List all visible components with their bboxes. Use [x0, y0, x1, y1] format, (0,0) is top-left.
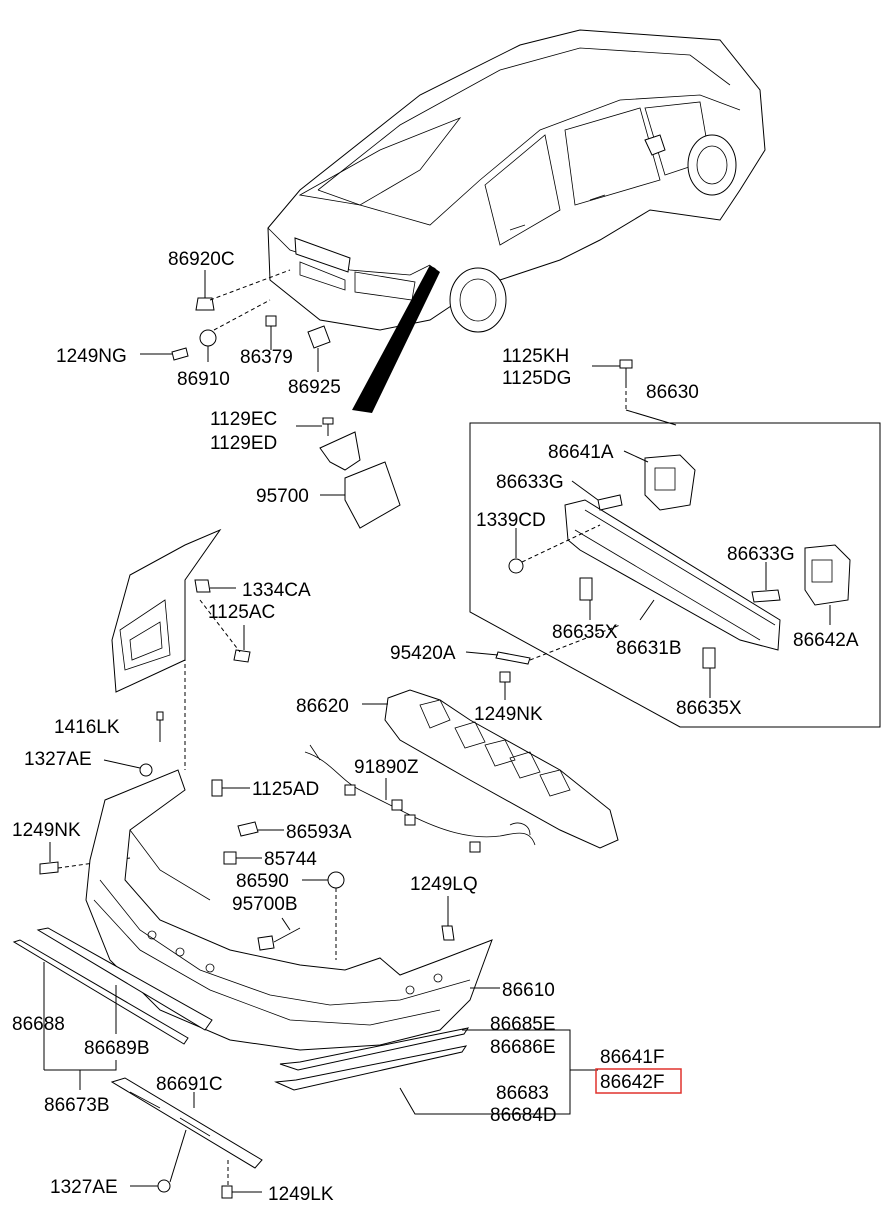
label-86689B: 86689B: [84, 1038, 150, 1059]
label-86633G-a: 86633G: [496, 472, 564, 493]
label-86631B: 86631B: [616, 638, 682, 659]
label-1249NK-b: 1249NK: [12, 820, 81, 841]
label-1125AC: 1125AC: [208, 602, 275, 623]
quarter-panel: [111, 528, 251, 770]
label-1339CD: 1339CD: [476, 510, 546, 531]
label-86641F: 86641F: [600, 1047, 664, 1068]
part-labels: 86920C 1249NG 86910 86379 86925 1129EC 1…: [12, 249, 859, 1205]
label-86683: 86683: [496, 1083, 549, 1104]
label-86610: 86610: [502, 980, 555, 1001]
label-86686E: 86686E: [490, 1037, 556, 1058]
label-86925: 86925: [288, 377, 341, 398]
label-1249NG: 1249NG: [56, 346, 127, 367]
label-86691C: 86691C: [156, 1074, 223, 1095]
label-91890Z: 91890Z: [354, 757, 419, 778]
label-85744: 85744: [264, 849, 317, 870]
vehicle-illustration: [267, 29, 766, 413]
energy-absorber: [362, 689, 619, 849]
label-1327AE-a: 1327AE: [24, 749, 92, 770]
label-86593A: 86593A: [286, 822, 352, 843]
bumper-fasteners: [39, 711, 455, 960]
label-86685E: 86685E: [490, 1014, 556, 1035]
sensor-bracket: [465, 624, 621, 700]
label-1334CA: 1334CA: [242, 580, 311, 601]
bumper-beam-group: [469, 359, 881, 728]
sensor-wiring: [304, 744, 536, 853]
label-86633G-b: 86633G: [727, 544, 795, 565]
label-86635X-a: 86635X: [552, 622, 618, 643]
label-1249LQ: 1249LQ: [410, 874, 478, 895]
label-95700B: 95700B: [232, 894, 298, 915]
label-86642F: 86642F: [600, 1072, 664, 1093]
label-86673B: 86673B: [44, 1095, 110, 1116]
label-86910: 86910: [177, 369, 230, 390]
label-1125KH: 1125KH: [502, 346, 569, 367]
label-86635X-b: 86635X: [676, 698, 742, 719]
label-86920C: 86920C: [168, 249, 235, 270]
label-1125DG: 1125DG: [502, 368, 571, 389]
label-1129EC: 1129EC: [210, 409, 277, 430]
label-1327AE-b: 1327AE: [50, 1177, 118, 1198]
label-86641A: 86641A: [548, 442, 614, 463]
highlight-box: [595, 1068, 682, 1094]
label-86642A: 86642A: [793, 630, 859, 651]
lower-moldings: [12, 927, 598, 1199]
label-86630: 86630: [646, 382, 699, 403]
label-86590: 86590: [236, 871, 289, 892]
label-1125AD: 1125AD: [252, 779, 319, 800]
label-95420A: 95420A: [390, 643, 456, 664]
trunk-fasteners: [140, 269, 401, 529]
label-86684D: 86684D: [490, 1105, 557, 1126]
label-86620: 86620: [296, 696, 349, 717]
label-86379: 86379: [240, 347, 293, 368]
label-1416LK: 1416LK: [54, 717, 120, 738]
label-1129ED: 1129ED: [210, 433, 277, 454]
label-95700: 95700: [256, 486, 309, 507]
label-86688: 86688: [12, 1014, 65, 1035]
label-1249LK: 1249LK: [268, 1184, 334, 1205]
label-1249NK-a: 1249NK: [474, 704, 543, 725]
